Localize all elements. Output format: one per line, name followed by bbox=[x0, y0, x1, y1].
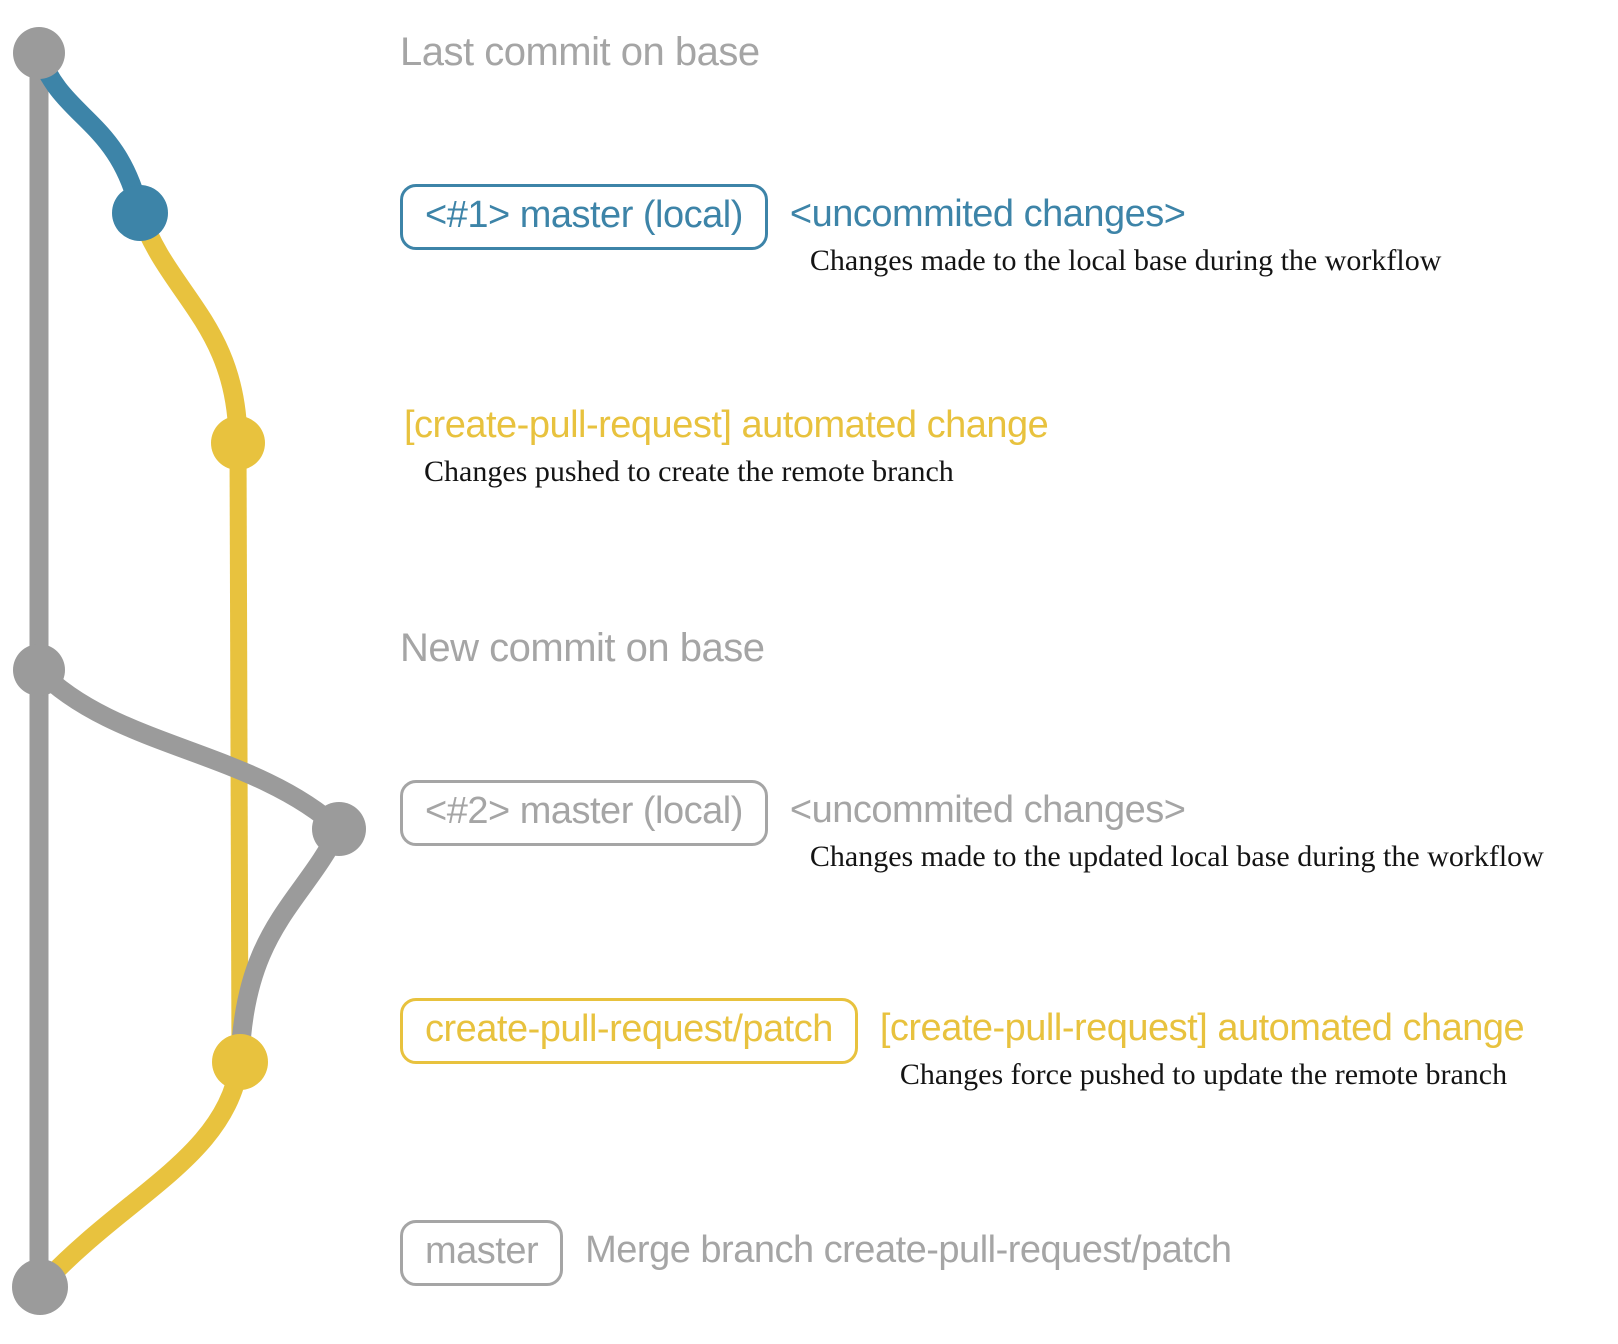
branch-tag-patch: create-pull-request/patch bbox=[400, 998, 858, 1064]
commit-message-merge: Merge branch create-pull-request/patch bbox=[585, 1229, 1232, 1271]
description-uncommited-2: Changes made to the updated local base d… bbox=[809, 839, 1544, 873]
local-master-1-branch-line bbox=[30, 49, 150, 216]
branch-tag-local-master-1: <#1> master (local) bbox=[400, 184, 768, 250]
commit-message-automated-2: [create-pull-request] automated change bbox=[879, 1007, 1525, 1049]
patch-branch-line bbox=[229, 442, 249, 1063]
description-automated-1: Changes pushed to create the remote bran… bbox=[424, 454, 954, 488]
commit-node-local-master-1 bbox=[112, 185, 168, 241]
force-push-curve bbox=[230, 824, 348, 1063]
commit-node-patch-1 bbox=[211, 416, 265, 470]
description-uncommited-1: Changes made to the local base during th… bbox=[809, 243, 1442, 277]
last-commit-label: Last commit on base bbox=[400, 30, 760, 74]
commit-message-uncommited-1: <uncommited changes> bbox=[789, 193, 1186, 235]
commit-node-local-master-2 bbox=[312, 802, 366, 856]
row-patch-branch: create-pull-request/patch [create-pull-r… bbox=[400, 998, 1525, 1092]
merge-curve bbox=[33, 1060, 250, 1294]
patch-branch-curve-top bbox=[131, 209, 248, 444]
row-automated-change-1: [create-pull-request] automated change C… bbox=[404, 404, 1049, 489]
local-master-2-branch-line bbox=[32, 663, 346, 837]
description-automated-2: Changes force pushed to update the remot… bbox=[899, 1057, 1508, 1091]
commit-node-merge bbox=[12, 1259, 68, 1315]
commit-message-automated-1: [create-pull-request] automated change bbox=[404, 404, 1049, 446]
commit-message-uncommited-2: <uncommited changes> bbox=[789, 789, 1186, 831]
row-local-master-2: <#2> master (local) <uncommited changes>… bbox=[400, 780, 1544, 874]
new-commit-label: New commit on base bbox=[400, 626, 765, 670]
row-local-master-1: <#1> master (local) <uncommited changes>… bbox=[400, 184, 1441, 278]
commit-node-new-base bbox=[13, 644, 65, 696]
commit-node-last-base bbox=[13, 27, 65, 79]
branch-tag-master: master bbox=[400, 1220, 564, 1286]
row-merge: master Merge branch create-pull-request/… bbox=[400, 1220, 1232, 1286]
branch-tag-local-master-2: <#2> master (local) bbox=[400, 780, 768, 846]
commit-node-patch-2 bbox=[212, 1034, 268, 1090]
